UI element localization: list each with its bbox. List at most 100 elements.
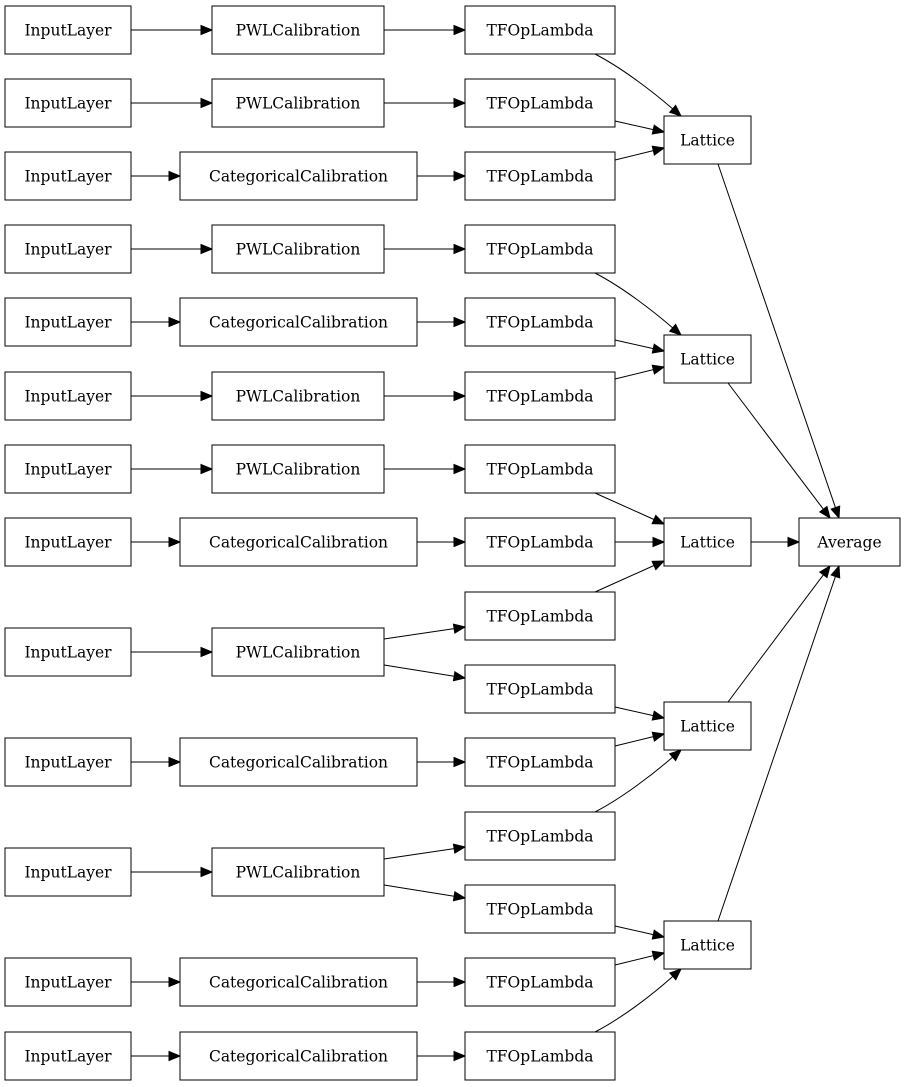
calibration-node-cal8[interactable]: CategoricalCalibration — [179, 517, 418, 567]
arrowhead-icon — [651, 364, 666, 375]
node-box — [798, 517, 901, 567]
node-box — [464, 811, 616, 861]
tfoplambda-node-op3[interactable]: TFOpLambda — [464, 151, 616, 201]
edge-cal11-to-op12 — [383, 843, 467, 860]
edge-in1-to-cal1 — [131, 24, 214, 36]
calibration-node-cal12[interactable]: CategoricalCalibration — [179, 957, 418, 1007]
node-box — [179, 957, 418, 1007]
calibration-node-cal7[interactable]: PWLCalibration — [211, 444, 385, 494]
edge-lat1-to-avg — [717, 163, 841, 520]
edge-line — [594, 53, 673, 110]
node-box — [4, 297, 132, 347]
node-box — [663, 920, 752, 970]
node-box — [4, 78, 132, 128]
lattice-node-lat3[interactable]: Lattice — [663, 517, 752, 567]
tfoplambda-node-op15[interactable]: TFOpLambda — [464, 1031, 616, 1081]
calibration-node-cal1[interactable]: PWLCalibration — [211, 5, 385, 55]
arrowhead-icon — [453, 463, 467, 475]
tfoplambda-node-op2[interactable]: TFOpLambda — [464, 78, 616, 128]
lattice-node-lat5[interactable]: Lattice — [663, 920, 752, 970]
calibration-node-cal6[interactable]: PWLCalibration — [211, 371, 385, 421]
edge-in10-to-cal10 — [131, 756, 182, 768]
node-box — [211, 371, 385, 421]
node-label: InputLayer — [24, 388, 112, 406]
edge-op12-to-lat4 — [594, 749, 682, 813]
input-layer-node-in9[interactable]: InputLayer — [4, 627, 132, 677]
tfoplambda-node-op9[interactable]: TFOpLambda — [464, 591, 616, 641]
arrowhead-icon — [651, 343, 666, 354]
arrowhead-icon — [453, 390, 467, 402]
node-box — [179, 1031, 418, 1081]
tfoplambda-node-op13[interactable]: TFOpLambda — [464, 884, 616, 934]
edge-line — [717, 163, 836, 508]
input-layer-node-in12[interactable]: InputLayer — [4, 957, 132, 1007]
node-label: Lattice — [680, 534, 735, 552]
lattice-node-lat4[interactable]: Lattice — [663, 701, 752, 751]
tfoplambda-node-op10[interactable]: TFOpLambda — [464, 664, 616, 714]
node-label: InputLayer — [24, 95, 112, 113]
tfoplambda-node-op8[interactable]: TFOpLambda — [464, 517, 616, 567]
tfoplambda-node-op12[interactable]: TFOpLambda — [464, 811, 616, 861]
input-layer-node-in1[interactable]: InputLayer — [4, 5, 132, 55]
node-box — [464, 957, 616, 1007]
tfoplambda-node-op7[interactable]: TFOpLambda — [464, 444, 616, 494]
node-box — [663, 517, 752, 567]
edges-layer — [131, 24, 841, 1062]
calibration-node-cal2[interactable]: PWLCalibration — [211, 78, 385, 128]
edge-line — [594, 565, 655, 593]
lattice-node-lat1[interactable]: Lattice — [663, 115, 752, 165]
input-layer-node-in13[interactable]: InputLayer — [4, 1031, 132, 1081]
node-box — [179, 151, 418, 201]
average-node-avg[interactable]: Average — [798, 517, 901, 567]
calibration-node-cal3[interactable]: CategoricalCalibration — [179, 151, 418, 201]
input-layer-node-in5[interactable]: InputLayer — [4, 297, 132, 347]
input-layer-node-in11[interactable]: InputLayer — [4, 847, 132, 897]
edge-op10-to-lat4 — [614, 706, 666, 721]
node-box — [464, 664, 616, 714]
input-layer-node-in10[interactable]: InputLayer — [4, 737, 132, 787]
tfoplambda-node-op4[interactable]: TFOpLambda — [464, 224, 616, 274]
arrowhead-icon — [668, 323, 682, 336]
arrowhead-icon — [453, 316, 467, 328]
node-label: TFOpLambda — [486, 681, 593, 699]
node-label: PWLCalibration — [236, 388, 361, 406]
node-box — [464, 1031, 616, 1081]
node-box — [464, 444, 616, 494]
arrowhead-icon — [452, 843, 467, 854]
input-layer-node-in6[interactable]: InputLayer — [4, 371, 132, 421]
node-box — [4, 371, 132, 421]
input-layer-node-in8[interactable]: InputLayer — [4, 517, 132, 567]
input-layer-node-in3[interactable]: InputLayer — [4, 151, 132, 201]
node-box — [464, 5, 616, 55]
node-label: TFOpLambda — [486, 314, 593, 332]
arrowhead-icon — [200, 97, 214, 109]
tfoplambda-node-op6[interactable]: TFOpLambda — [464, 371, 616, 421]
calibration-node-cal13[interactable]: CategoricalCalibration — [179, 1031, 418, 1081]
arrowhead-icon — [168, 756, 182, 768]
node-box — [663, 115, 752, 165]
tfoplambda-node-op11[interactable]: TFOpLambda — [464, 737, 616, 787]
node-label: InputLayer — [24, 1048, 112, 1066]
edge-line — [614, 150, 654, 161]
input-layer-node-in2[interactable]: InputLayer — [4, 78, 132, 128]
arrowhead-icon — [452, 670, 467, 682]
input-layer-node-in7[interactable]: InputLayer — [4, 444, 132, 494]
node-box — [464, 591, 616, 641]
calibration-node-cal10[interactable]: CategoricalCalibration — [179, 737, 418, 787]
calibration-node-cal9[interactable]: PWLCalibration — [211, 627, 385, 677]
edge-lat5-to-avg — [717, 564, 841, 922]
tfoplambda-node-op1[interactable]: TFOpLambda — [464, 5, 616, 55]
lattice-node-lat2[interactable]: Lattice — [663, 334, 752, 384]
arrowhead-icon — [668, 104, 682, 117]
edge-in12-to-cal12 — [131, 976, 182, 988]
calibration-node-cal11[interactable]: PWLCalibration — [211, 847, 385, 897]
calibration-node-cal5[interactable]: CategoricalCalibration — [179, 297, 418, 347]
tfoplambda-node-op5[interactable]: TFOpLambda — [464, 297, 616, 347]
tfoplambda-node-op14[interactable]: TFOpLambda — [464, 957, 616, 1007]
input-layer-node-in4[interactable]: InputLayer — [4, 224, 132, 274]
node-box — [4, 737, 132, 787]
arrowhead-icon — [830, 505, 841, 520]
edge-cal3-to-op3 — [417, 170, 467, 182]
edge-line — [594, 272, 673, 329]
calibration-node-cal4[interactable]: PWLCalibration — [211, 224, 385, 274]
